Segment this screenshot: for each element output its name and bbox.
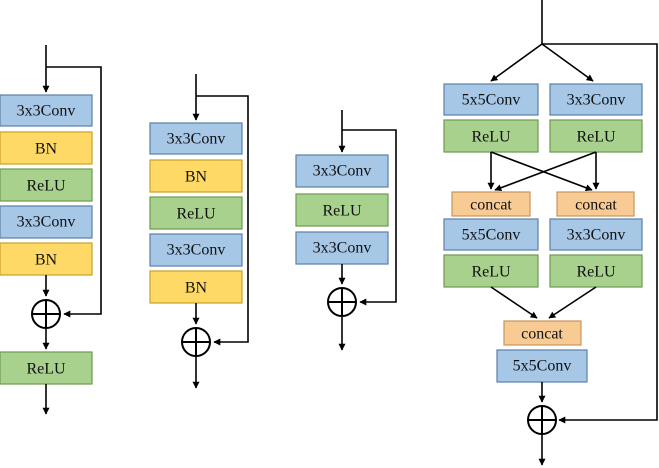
block-label: BN: [185, 169, 208, 186]
block-label: 3x3Conv: [567, 92, 626, 109]
block-3: 3x3Conv ReLU 3x3Conv: [295, 110, 397, 351]
bn-block: BN: [0, 131, 93, 165]
bn-block: BN: [0, 242, 93, 276]
block-label: 3x3Conv: [167, 131, 226, 148]
block-label: 3x3Conv: [313, 163, 372, 180]
conv-block: 3x3Conv: [149, 233, 243, 267]
conv-block-left-1: 5x5Conv: [443, 83, 539, 116]
block-label: ReLU: [576, 264, 616, 281]
block-4: 5x5Conv 3x3Conv ReLU ReLU concat concat: [443, 0, 658, 466]
block-label: 3x3Conv: [167, 242, 226, 259]
block-label: ReLU: [26, 361, 66, 378]
sum-node: [527, 405, 557, 435]
block-label: concat: [521, 326, 563, 343]
conv-block: 3x3Conv: [149, 122, 243, 155]
skip-connection: [542, 43, 658, 424]
block-label: BN: [35, 141, 58, 158]
concat-block-right: concat: [556, 191, 635, 217]
arrow-merge-right: [548, 286, 597, 319]
arrow-cross: [494, 151, 597, 192]
conv-block-right-2: 3x3Conv: [549, 218, 643, 251]
skip-connection: [196, 95, 249, 346]
block-label: ReLU: [471, 129, 511, 146]
block-label: 3x3Conv: [567, 227, 626, 244]
sum-node: [31, 299, 61, 329]
concat-block-merge: concat: [503, 320, 582, 346]
relu-block: ReLU: [0, 351, 93, 385]
arrow-cross: [490, 151, 593, 192]
relu-block-left-2: ReLU: [443, 254, 539, 288]
skip-connection: [46, 66, 102, 318]
bn-block: BN: [149, 159, 243, 193]
block-1: 3x3Conv BN ReLU 3x3Conv BN ReLU: [0, 45, 102, 415]
sum-node: [327, 287, 357, 317]
relu-block: ReLU: [295, 193, 389, 227]
block-label: ReLU: [322, 203, 362, 220]
concat-block-left: concat: [451, 191, 531, 217]
block-label: ReLU: [576, 129, 616, 146]
relu-block-left-1: ReLU: [443, 119, 539, 153]
conv-block: 3x3Conv: [295, 231, 389, 265]
arrow-split-right: [541, 43, 594, 82]
bn-block: BN: [149, 270, 243, 304]
arrow-split-left: [490, 43, 543, 82]
block-label: 3x3Conv: [17, 214, 76, 231]
conv-block-left-2: 5x5Conv: [443, 218, 539, 251]
conv-block-final: 5x5Conv: [496, 349, 588, 383]
conv-block: 3x3Conv: [0, 205, 93, 239]
block-label: BN: [185, 280, 208, 297]
block-label: ReLU: [176, 206, 216, 223]
conv-block-right-1: 3x3Conv: [549, 83, 643, 116]
sum-node: [181, 327, 211, 357]
relu-block-right-2: ReLU: [549, 254, 643, 288]
arrow-merge-left: [490, 286, 538, 319]
block-label: 3x3Conv: [313, 240, 372, 257]
block-label: ReLU: [26, 178, 66, 195]
block-label: concat: [575, 197, 617, 214]
relu-block-right-1: ReLU: [549, 119, 643, 153]
conv-block: 3x3Conv: [295, 154, 389, 188]
relu-block: ReLU: [0, 168, 93, 202]
block-label: 5x5Conv: [462, 227, 521, 244]
block-label: ReLU: [471, 264, 511, 281]
block-label: 3x3Conv: [17, 103, 76, 120]
block-label: 5x5Conv: [462, 92, 521, 109]
block-label: BN: [35, 252, 58, 269]
block-2: 3x3Conv BN ReLU 3x3Conv BN: [149, 74, 249, 389]
block-label: 5x5Conv: [513, 358, 572, 375]
conv-block: 3x3Conv: [0, 94, 93, 127]
skip-connection: [342, 129, 397, 306]
relu-block: ReLU: [149, 196, 243, 230]
block-label: concat: [470, 197, 512, 214]
